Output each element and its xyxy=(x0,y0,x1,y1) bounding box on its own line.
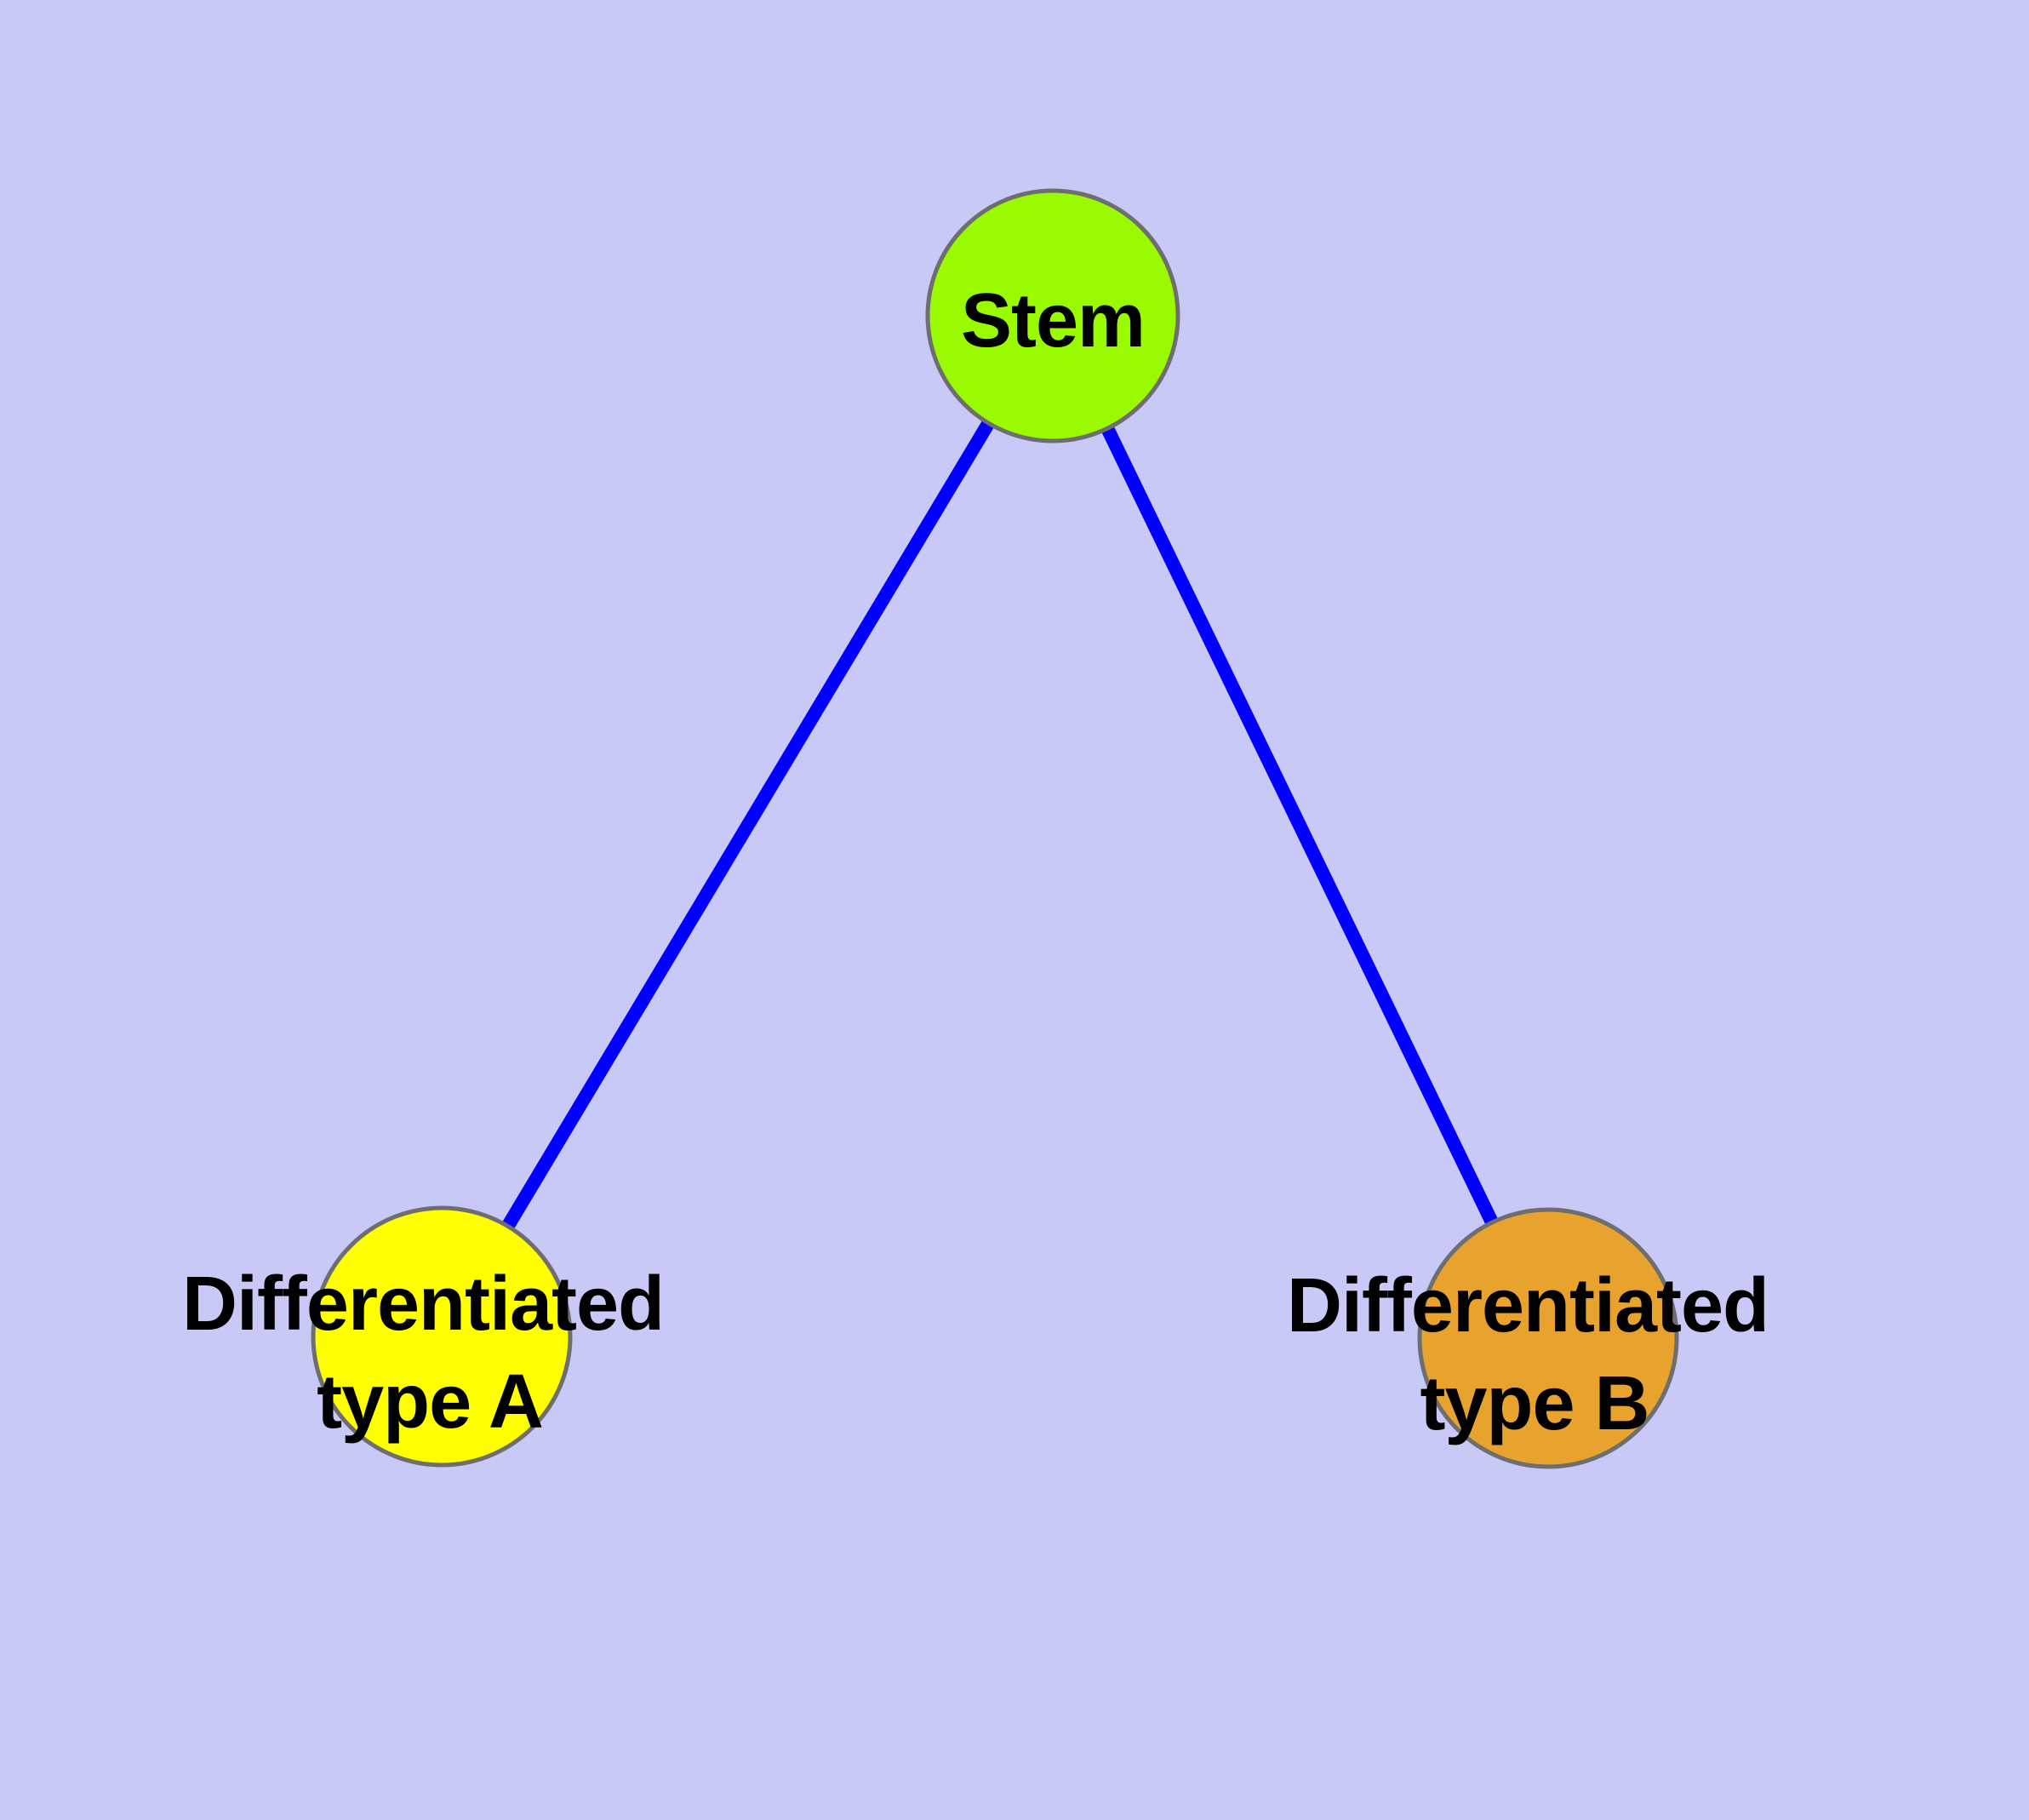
node-differentiated-b-label-line1: Differentiated xyxy=(1287,1263,1769,1348)
node-differentiated-a-label-line2: type A xyxy=(317,1359,543,1445)
node-differentiated-a-label-line1: Differentiated xyxy=(182,1262,664,1347)
node-stem xyxy=(925,188,1180,444)
edge-stem-to-differentiated-a xyxy=(436,312,1059,1341)
edge-stem-to-differentiated-b xyxy=(1046,312,1555,1342)
node-differentiated-a xyxy=(311,1205,573,1468)
node-differentiated-b-label-line2: type B xyxy=(1420,1361,1649,1446)
node-differentiated-b xyxy=(1417,1207,1679,1469)
node-stem-label: Stem xyxy=(961,278,1145,363)
